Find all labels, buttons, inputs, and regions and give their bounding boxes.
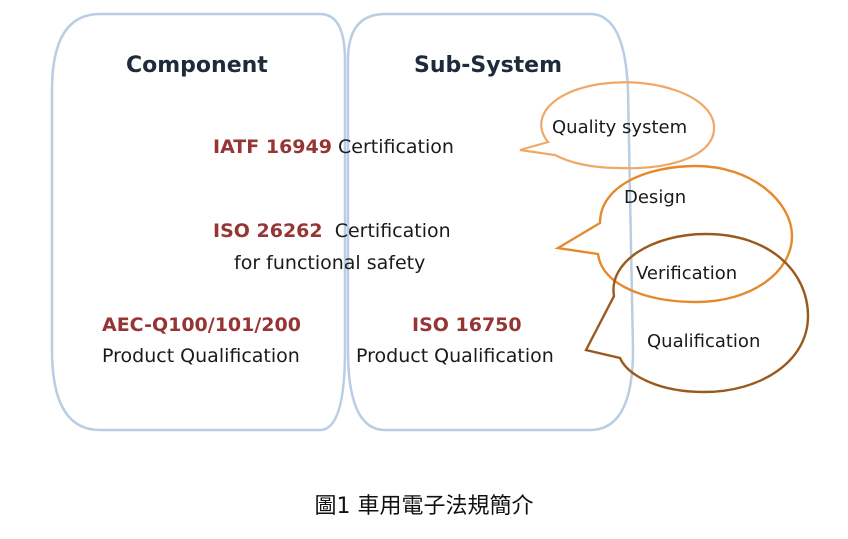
design-verification-bubble (554, 164, 794, 304)
figure-caption: 圖1 車用電子法規簡介 (314, 494, 534, 519)
subsystem-panel (346, 12, 635, 432)
iso-26262-text: Certification (322, 220, 451, 242)
iso-26262-subtext: for functional safety (234, 252, 426, 274)
iso-16750-subtext: Product Qualification (356, 345, 554, 367)
aec-q100-subtext: Product Qualification (102, 345, 300, 367)
quality-system-text: Quality system (552, 117, 688, 138)
aec-q100-code: AEC-Q100/101/200 (102, 314, 301, 336)
iso-26262-code: ISO 26262 (213, 220, 323, 242)
iatf-16949-text: Certification (331, 136, 454, 158)
quality-system-bubble (519, 81, 716, 170)
verification-text: Verification (636, 263, 738, 284)
subsystem-heading: Sub-System (414, 53, 563, 78)
iso-16750-code: ISO 16750 (412, 314, 522, 336)
component-panel (50, 12, 347, 432)
component-heading: Component (126, 53, 268, 78)
qualification-text: Qualification (647, 331, 761, 352)
design-text: Design (624, 187, 687, 208)
iso-26262-label: ISO 26262 Certification (213, 222, 451, 241)
iatf-16949-label: IATF 16949 Certification (213, 138, 454, 157)
verification-qualification-bubble (584, 232, 810, 394)
iatf-16949-code: IATF 16949 (213, 136, 332, 158)
